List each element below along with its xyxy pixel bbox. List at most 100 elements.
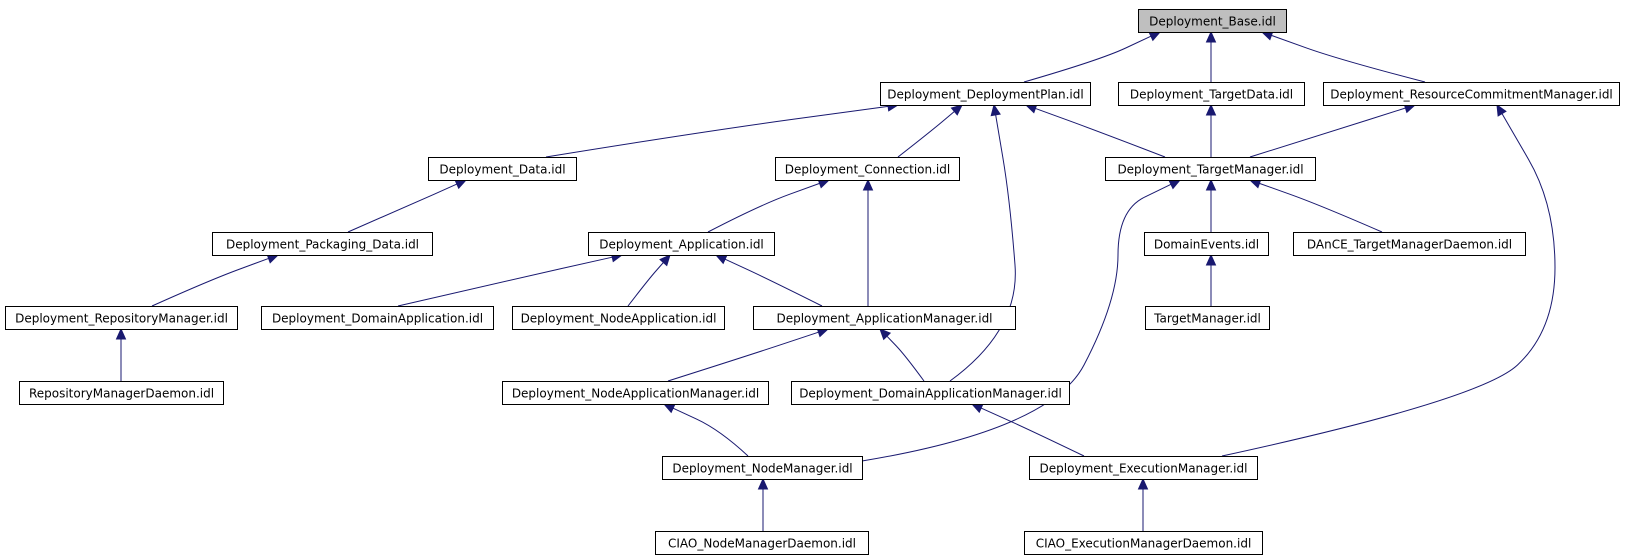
edge-line xyxy=(980,407,1085,457)
edge-dam-to-amgr xyxy=(879,328,925,382)
node-box xyxy=(1138,9,1287,33)
edge-line xyxy=(667,331,819,382)
node-dtmd[interactable]: DAnCE_TargetManagerDaemon.idl xyxy=(1293,232,1526,256)
node-box xyxy=(588,232,775,256)
node-data[interactable]: Deployment_Data.idl xyxy=(428,157,577,181)
node-box xyxy=(1144,232,1269,256)
edge-dtmd-to-tm xyxy=(1248,178,1383,233)
edge-tdata-to-base xyxy=(1205,30,1217,82)
node-box xyxy=(1029,456,1258,480)
node-label: Deployment_Base.idl xyxy=(1149,15,1276,29)
node-tm[interactable]: Deployment_TargetManager.idl xyxy=(1105,157,1316,181)
arrowhead-icon xyxy=(862,178,874,191)
node-box xyxy=(655,531,869,555)
node-rcm[interactable]: Deployment_ResourceCommitmentManager.idl xyxy=(1323,82,1620,106)
node-box xyxy=(753,306,1016,330)
arrowhead-icon xyxy=(1205,253,1217,266)
node-box xyxy=(19,381,224,405)
node-tmidl[interactable]: TargetManager.idl xyxy=(1145,306,1270,330)
edge-line xyxy=(1259,182,1383,233)
node-cnmd[interactable]: CIAO_NodeManagerDaemon.idl xyxy=(655,531,869,555)
node-em[interactable]: Deployment_ExecutionManager.idl xyxy=(1029,456,1258,480)
node-label: Deployment_RepositoryManager.idl xyxy=(15,312,228,326)
edge-em-to-rcm xyxy=(1221,103,1556,457)
edge-tmidl-to-devents xyxy=(1205,253,1217,306)
edge-line xyxy=(949,114,1016,382)
edge-line xyxy=(1035,107,1166,158)
edge-pkg-to-data xyxy=(347,179,468,233)
node-box xyxy=(662,456,863,480)
node-plan[interactable]: Deployment_DeploymentPlan.idl xyxy=(880,82,1091,106)
node-label: Deployment_TargetManager.idl xyxy=(1117,163,1303,177)
edge-nm-to-nam xyxy=(662,403,749,457)
edge-line xyxy=(886,335,925,382)
node-napp[interactable]: Deployment_NodeApplication.idl xyxy=(512,306,725,330)
arrowhead-icon xyxy=(662,403,676,414)
edge-line xyxy=(1023,35,1152,83)
edge-line xyxy=(1249,107,1406,158)
edge-data-to-plan xyxy=(545,101,900,158)
arrowhead-icon xyxy=(1148,31,1162,42)
node-dapp[interactable]: Deployment_DomainApplication.idl xyxy=(261,306,494,330)
edge-line xyxy=(1271,34,1426,83)
arrowhead-icon xyxy=(454,179,468,190)
node-label: DomainEvents.idl xyxy=(1154,238,1259,252)
node-box xyxy=(1145,306,1270,330)
node-devents[interactable]: DomainEvents.idl xyxy=(1144,232,1269,256)
edge-line xyxy=(672,407,749,457)
node-box xyxy=(1105,157,1316,181)
node-conn[interactable]: Deployment_Connection.idl xyxy=(775,157,960,181)
edge-line xyxy=(627,262,664,307)
nodes-layer: Deployment_Base.idlDeployment_Deployment… xyxy=(5,9,1620,555)
edge-line xyxy=(545,105,889,158)
node-nm[interactable]: Deployment_NodeManager.idl xyxy=(662,456,863,480)
node-label: TargetManager.idl xyxy=(1153,312,1261,326)
node-cemd[interactable]: CIAO_ExecutionManagerDaemon.idl xyxy=(1024,531,1263,555)
edge-dapp-to-app xyxy=(397,252,624,307)
arrowhead-icon xyxy=(990,103,1001,117)
arrowhead-icon xyxy=(970,403,984,414)
node-pkg[interactable]: Deployment_Packaging_Data.idl xyxy=(212,232,433,256)
edge-tm-to-rcm xyxy=(1249,103,1417,158)
node-repo[interactable]: Deployment_RepositoryManager.idl xyxy=(5,306,238,330)
arrowhead-icon xyxy=(1205,103,1217,116)
edge-line xyxy=(861,183,1172,462)
node-box xyxy=(880,82,1091,106)
node-label: Deployment_NodeManager.idl xyxy=(672,462,852,476)
node-rmd[interactable]: RepositoryManagerDaemon.idl xyxy=(19,381,224,405)
edge-line xyxy=(1221,113,1556,457)
node-label: Deployment_DeploymentPlan.idl xyxy=(887,88,1083,102)
edge-rmd-to-repo xyxy=(115,327,127,381)
node-box xyxy=(502,381,769,405)
edge-plan-to-base xyxy=(1023,31,1162,83)
edges-layer xyxy=(115,30,1556,531)
edge-amgr-to-app xyxy=(714,254,823,307)
node-box xyxy=(775,157,960,181)
node-label: Deployment_ExecutionManager.idl xyxy=(1040,462,1248,476)
node-base: Deployment_Base.idl xyxy=(1138,9,1287,33)
arrowhead-icon xyxy=(1137,477,1149,490)
node-tdata[interactable]: Deployment_TargetData.idl xyxy=(1118,82,1305,106)
node-amgr[interactable]: Deployment_ApplicationManager.idl xyxy=(753,306,1016,330)
node-label: RepositoryManagerDaemon.idl xyxy=(29,387,214,401)
edge-line xyxy=(707,182,820,233)
edge-amgr-to-conn xyxy=(862,178,874,306)
node-label: Deployment_NodeApplicationManager.idl xyxy=(512,387,759,401)
edge-app-to-conn xyxy=(707,178,831,233)
node-app[interactable]: Deployment_Application.idl xyxy=(588,232,775,256)
edge-line xyxy=(724,258,823,307)
arrowhead-icon xyxy=(1205,178,1217,191)
node-dam[interactable]: Deployment_DomainApplicationManager.idl xyxy=(791,381,1070,405)
node-label: Deployment_DomainApplicationManager.idl xyxy=(799,387,1062,401)
arrowhead-icon xyxy=(115,327,127,340)
node-box xyxy=(1293,232,1526,256)
node-label: Deployment_ResourceCommitmentManager.idl xyxy=(1330,88,1613,102)
node-label: Deployment_DomainApplication.idl xyxy=(272,312,483,326)
edge-cemd-to-em xyxy=(1137,477,1149,531)
edge-napp-to-app xyxy=(627,254,671,307)
node-box xyxy=(1118,82,1305,106)
node-nam[interactable]: Deployment_NodeApplicationManager.idl xyxy=(502,381,769,405)
edge-tm-to-plan xyxy=(1024,103,1166,158)
node-label: CIAO_ExecutionManagerDaemon.idl xyxy=(1036,537,1252,551)
edge-conn-to-plan xyxy=(897,104,963,158)
